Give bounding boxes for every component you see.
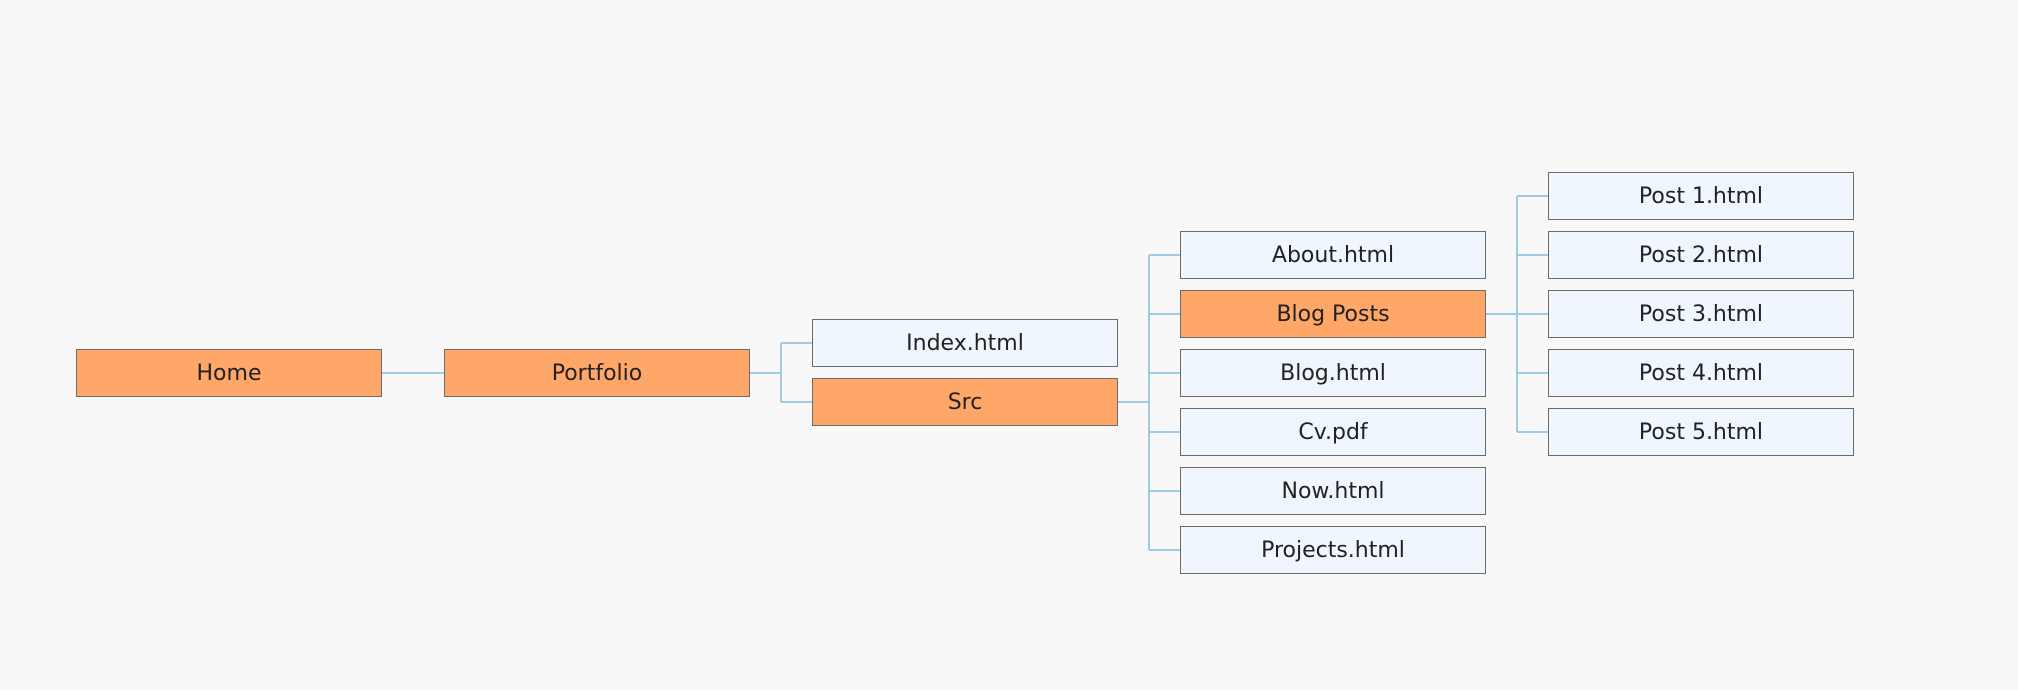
node-post-1-html[interactable]: Post 1.html	[1548, 172, 1854, 220]
node-cv-pdf[interactable]: Cv.pdf	[1180, 408, 1486, 456]
node-now-html[interactable]: Now.html	[1180, 467, 1486, 515]
node-src[interactable]: Src	[812, 378, 1118, 426]
node-index-html[interactable]: Index.html	[812, 319, 1118, 367]
node-about-html[interactable]: About.html	[1180, 231, 1486, 279]
node-projects-html[interactable]: Projects.html	[1180, 526, 1486, 574]
node-post-5-html[interactable]: Post 5.html	[1548, 408, 1854, 456]
node-blog-html[interactable]: Blog.html	[1180, 349, 1486, 397]
node-post-3-html[interactable]: Post 3.html	[1548, 290, 1854, 338]
node-post-4-html[interactable]: Post 4.html	[1548, 349, 1854, 397]
node-portfolio[interactable]: Portfolio	[444, 349, 750, 397]
node-home[interactable]: Home	[76, 349, 382, 397]
node-post-2-html[interactable]: Post 2.html	[1548, 231, 1854, 279]
node-blog-posts[interactable]: Blog Posts	[1180, 290, 1486, 338]
